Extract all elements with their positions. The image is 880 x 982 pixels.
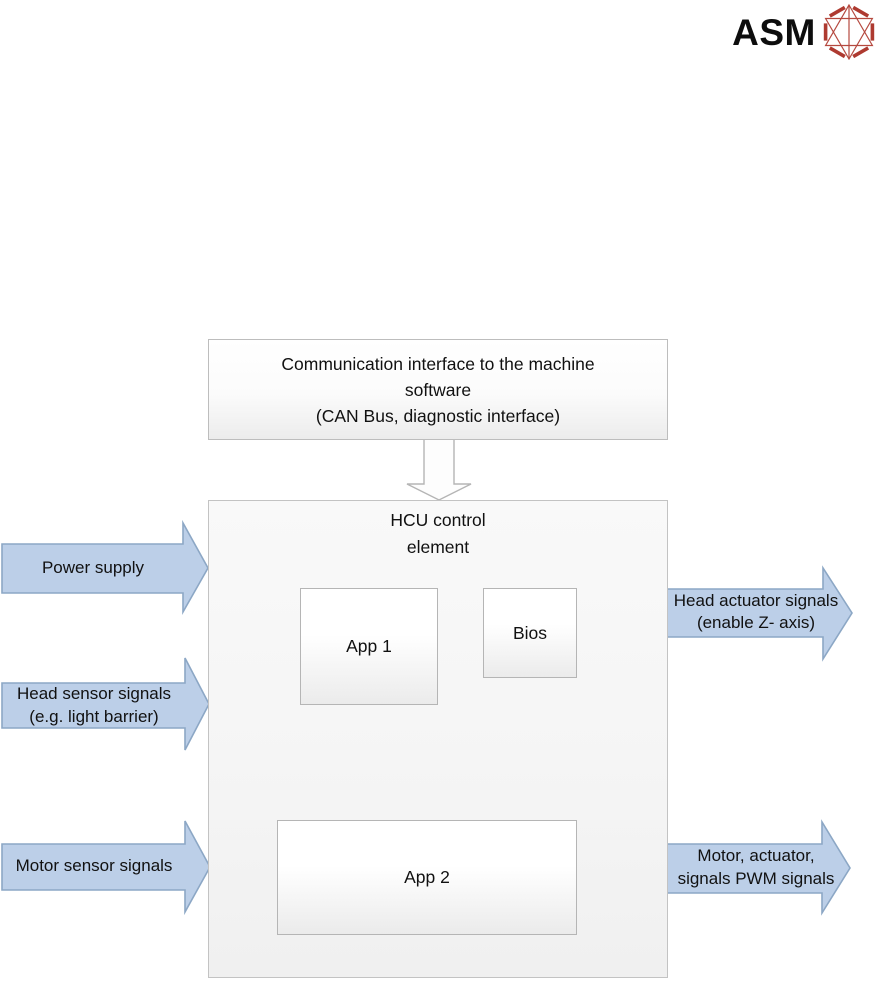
head-actuator-label-line-2: (enable Z- axis) — [696, 613, 816, 632]
power-supply-arrow-label: Power supply — [2, 544, 184, 593]
app1-module-box: App 1 — [300, 588, 438, 705]
head-actuator-arrow-icon — [666, 565, 853, 662]
head-actuator-label-line-1: Head actuator signals — [673, 590, 839, 610]
app1-label: App 1 — [346, 636, 392, 656]
comm-box-line-1: Communication interface to the machine — [281, 353, 595, 374]
motor-actuator-label-line-2: signals PWM signals — [677, 868, 835, 888]
power-supply-arrow-icon — [1, 519, 209, 616]
head-sensor-label-line-2: (e.g. light barrier) — [29, 706, 159, 726]
app2-module-box: App 2 — [277, 820, 577, 935]
communication-interface-box: Communication interface to the machine s… — [208, 339, 668, 440]
comm-box-line-2: software — [404, 379, 472, 400]
asm-polyhedron-icon — [823, 3, 875, 60]
motor-actuator-arrow-icon — [666, 819, 851, 916]
app2-label: App 2 — [404, 867, 450, 887]
hcu-title-line-1: HCU control — [390, 510, 486, 530]
head-actuator-arrow-label: Head actuator signals (enable Z- axis) — [662, 586, 850, 638]
bios-module-box: Bios — [483, 588, 577, 678]
comm-box-line-3: (CAN Bus, diagnostic interface) — [315, 405, 561, 426]
motor-sensor-arrow-icon — [1, 820, 211, 916]
power-supply-label-line: Power supply — [41, 558, 145, 578]
logo-hexagon-edges — [823, 5, 875, 59]
motor-actuator-label-line-1: Motor, actuator, — [697, 846, 815, 865]
logo-wireframe-lines — [824, 3, 874, 60]
down-arrow-icon — [406, 438, 472, 501]
motor-sensor-label-line: Motor sensor signals — [15, 856, 173, 876]
hcu-title-line-2: element — [406, 537, 470, 557]
head-sensor-label-line-1: Head sensor signals — [16, 684, 172, 703]
hcu-control-element-title: HCU control element — [208, 507, 668, 561]
motor-actuator-arrow-label: Motor, actuator, signals PWM signals — [660, 841, 852, 894]
motor-sensor-arrow-label: Motor sensor signals — [2, 843, 186, 890]
head-sensor-arrow-icon — [1, 657, 210, 751]
asm-logo-text: ASM — [732, 12, 816, 53]
bios-label: Bios — [512, 622, 548, 643]
head-sensor-arrow-label: Head sensor signals (e.g. light barrier) — [2, 682, 186, 729]
